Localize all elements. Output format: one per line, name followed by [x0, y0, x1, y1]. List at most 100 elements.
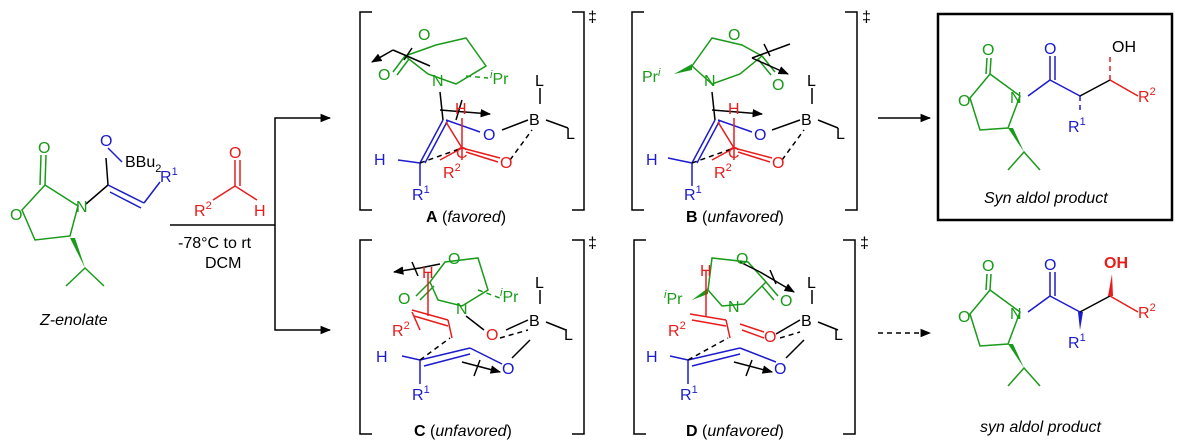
ts-C — [359, 239, 585, 435]
svg-text:C: C — [728, 145, 740, 162]
ts-C-bracket-left — [359, 239, 372, 435]
svg-text:O: O — [982, 258, 994, 275]
ts-D-dagger: ‡ — [860, 235, 869, 252]
svg-text:H: H — [646, 349, 658, 366]
ts-B-bracket-right — [845, 11, 858, 211]
svg-text:O: O — [736, 251, 748, 268]
svg-text:O: O — [502, 361, 514, 378]
ts-D — [633, 239, 856, 435]
svg-text:B: B — [529, 313, 540, 330]
svg-text:O: O — [772, 155, 784, 172]
syn-product-top-structure — [969, 56, 1139, 171]
svg-text:R2: R2 — [1138, 302, 1156, 322]
svg-text:L: L — [807, 275, 816, 292]
svg-text:R1: R1 — [680, 384, 698, 404]
svg-text:R2: R2 — [714, 162, 732, 182]
svg-text:O: O — [418, 27, 430, 44]
ts-C-bracket-right — [572, 239, 585, 435]
ts-A-label: A (favored) — [426, 209, 506, 226]
svg-text:L: L — [564, 327, 573, 344]
aldehyde-R2: R2 — [194, 200, 212, 220]
enolate-ring-O: O — [10, 207, 22, 224]
enolate-carbonyl-O: O — [38, 140, 50, 157]
conditions-solvent: DCM — [205, 255, 241, 272]
ts-A-dagger: ‡ — [588, 9, 597, 26]
enolate-O: O — [100, 133, 112, 150]
svg-text:L: L — [834, 327, 843, 344]
svg-text:O: O — [780, 293, 792, 310]
svg-text:OH: OH — [1112, 39, 1136, 56]
ts-A — [359, 11, 585, 211]
svg-text:O: O — [982, 42, 994, 59]
svg-text:N: N — [1010, 90, 1022, 107]
ts-B-label: B (unfavored) — [686, 209, 784, 226]
enolate-R1: R1 — [160, 166, 178, 186]
branch-arrow-top — [274, 113, 332, 225]
aldehyde-structure — [212, 160, 258, 201]
conditions-temperature: -78°C to rt — [178, 235, 252, 252]
svg-text:O: O — [448, 251, 460, 268]
svg-text:OH: OH — [1104, 255, 1128, 272]
svg-text:B: B — [529, 112, 540, 129]
svg-text:R1: R1 — [684, 184, 702, 204]
enolate-N: N — [76, 199, 88, 216]
ts-B — [631, 11, 858, 211]
svg-text:R1: R1 — [412, 384, 430, 404]
z-enolate-label: Z-enolate — [39, 312, 108, 329]
svg-text:L: L — [836, 126, 845, 143]
svg-text:O: O — [772, 77, 784, 94]
svg-text:B: B — [801, 112, 812, 129]
svg-text:O: O — [774, 361, 786, 378]
svg-text:R2: R2 — [443, 162, 461, 182]
syn-product-top-label: Syn aldol product — [984, 190, 1108, 207]
svg-text:R2: R2 — [392, 320, 410, 340]
svg-text:O: O — [483, 127, 495, 144]
svg-text:O: O — [958, 93, 970, 110]
svg-text:O: O — [958, 309, 970, 326]
svg-text:R2: R2 — [1138, 86, 1156, 106]
svg-text:B: B — [801, 313, 812, 330]
svg-text:H: H — [422, 265, 434, 282]
svg-text:H: H — [374, 152, 386, 169]
ts-D-label: D (unfavored) — [686, 423, 784, 440]
ts-C-label: C (unfavored) — [414, 423, 512, 440]
svg-text:O: O — [1044, 257, 1056, 274]
svg-text:H: H — [646, 152, 658, 169]
ts-B-dagger: ‡ — [862, 9, 871, 26]
svg-text:L: L — [535, 275, 544, 292]
svg-text:R1: R1 — [1068, 332, 1086, 352]
svg-text:R1: R1 — [412, 184, 430, 204]
syn-product-bottom-label: syn aldol product — [980, 419, 1102, 436]
ts-A-bracket-left — [359, 11, 372, 211]
svg-text:O: O — [764, 329, 776, 346]
z-enolate-structure — [21, 147, 161, 287]
svg-text:Pri: Pri — [642, 67, 661, 86]
branch-arrow-bottom — [274, 225, 332, 335]
svg-text:N: N — [456, 301, 468, 318]
svg-text:H: H — [376, 349, 388, 366]
syn-product-bottom-structure — [969, 272, 1139, 387]
aldehyde-O: O — [229, 145, 241, 162]
ts-D-bracket-right — [843, 239, 856, 435]
svg-text:O: O — [378, 67, 390, 84]
svg-text:L: L — [566, 126, 575, 143]
syn-product-box — [936, 12, 1174, 222]
boron-group: BBu2 — [125, 154, 161, 175]
svg-text:O: O — [500, 155, 512, 172]
svg-text:O: O — [728, 27, 740, 44]
svg-text:iPr: iPr — [500, 287, 519, 306]
svg-text:N: N — [432, 73, 444, 90]
svg-text:N: N — [728, 299, 740, 316]
svg-text:L: L — [807, 73, 816, 90]
svg-text:H: H — [455, 101, 467, 118]
svg-text:C: C — [456, 145, 468, 162]
svg-text:O: O — [398, 291, 410, 308]
svg-text:O: O — [1044, 41, 1056, 58]
svg-text:R2: R2 — [668, 320, 686, 340]
svg-text:N: N — [1010, 306, 1022, 323]
svg-text:O: O — [486, 327, 498, 344]
svg-text:N: N — [704, 73, 716, 90]
svg-text:H: H — [728, 101, 740, 118]
svg-text:iPr: iPr — [490, 69, 509, 88]
svg-text:O: O — [754, 127, 766, 144]
